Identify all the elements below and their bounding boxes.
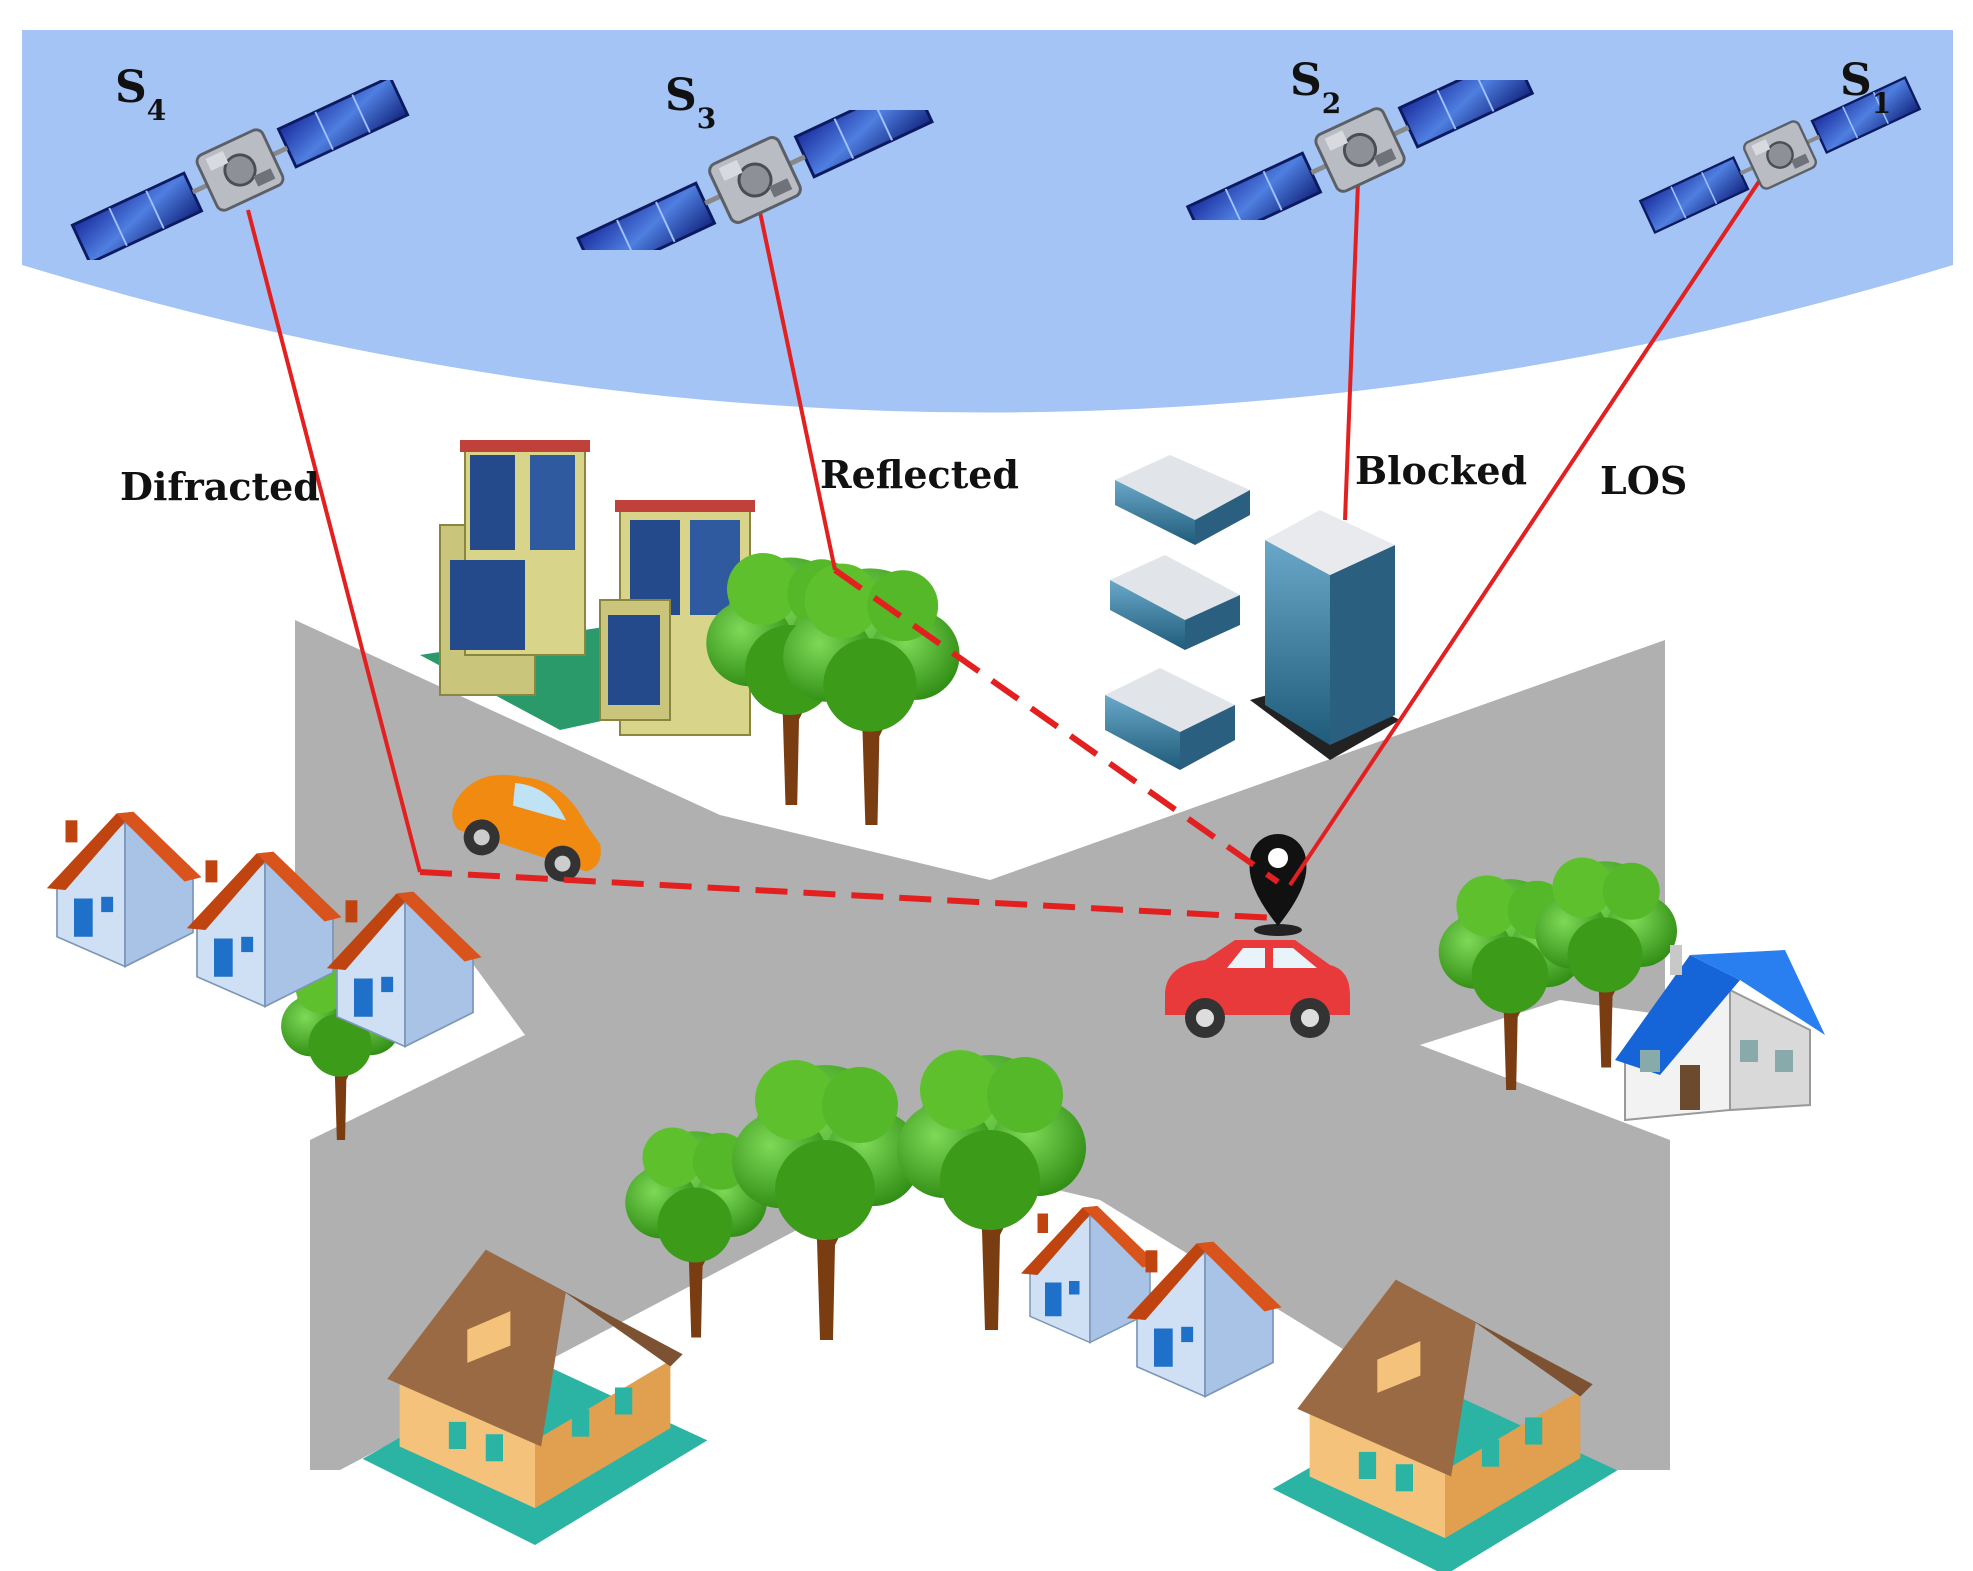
diffracted-direct-segment [246,209,422,873]
reflected-dashed-segment [833,567,1280,885]
reflected-direct-segment [758,211,837,571]
signal-paths [246,166,1770,921]
los-segment [1288,166,1770,887]
office-buildings [420,440,790,736]
receiver-car [1165,940,1350,1038]
satellite-label-s4: S4 [115,62,166,127]
orange-car [452,774,601,882]
tree-icon [732,1060,921,1340]
blue-roof-house [1615,945,1825,1122]
sky-dome [22,30,1953,413]
path-label-diffracted: Difracted [120,464,320,509]
satellite-label-s2: S2 [1290,55,1341,120]
path-label-blocked: Blocked [1355,448,1527,493]
path-label-los: LOS [1600,458,1687,503]
satellite-label-s3: S3 [665,70,716,135]
blocked-segment [1343,181,1360,521]
glass-buildings [1105,455,1400,770]
path-label-reflected: Reflected [820,452,1019,497]
tree-icon [783,563,960,825]
house-icon [45,810,203,968]
satellite-label-s1: S1 [1840,55,1891,120]
